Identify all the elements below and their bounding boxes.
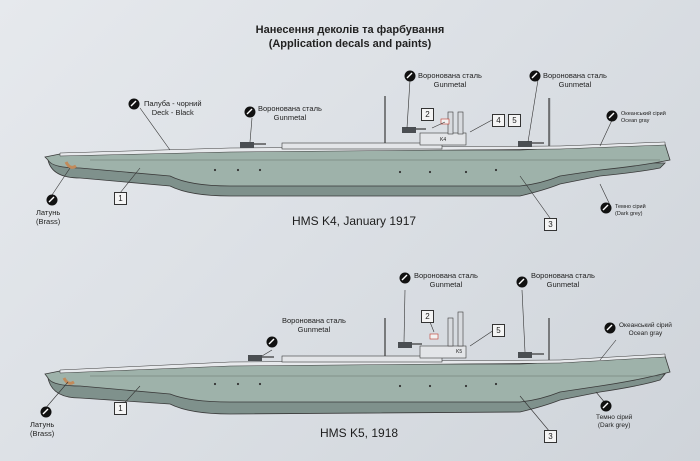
heading-ukrainian: Нанесення деколів та фарбування xyxy=(255,24,445,36)
k4-brass-label: Латунь(Brass) xyxy=(36,208,61,226)
k4-callout-2: 2 xyxy=(421,108,434,121)
k4-gun3-paint-icon xyxy=(529,70,541,82)
k4-ocean-paint-icon xyxy=(606,110,618,122)
k4-dark-paint-icon xyxy=(600,202,612,214)
heading-english: (Application decals and paints) xyxy=(268,38,432,50)
ship-k5-drawing xyxy=(43,289,671,433)
k5-callout-5: 5 xyxy=(492,324,505,337)
k4-gun1-paint-icon xyxy=(244,106,256,118)
k5-gun1-paint-icon xyxy=(266,336,278,348)
k5-gun2-paint-icon xyxy=(399,272,411,284)
k5-brass-paint-icon xyxy=(40,406,52,418)
k4-callout-3: 3 xyxy=(544,218,557,231)
k4-callout-4: 4 xyxy=(492,114,505,127)
k5-dark-label: Темно сірий(Dark grey) xyxy=(596,414,633,429)
k5-callout-2: 2 xyxy=(421,310,434,323)
k4-callout-5: 5 xyxy=(508,114,521,127)
k5-brass-label: Латунь(Brass) xyxy=(30,420,55,438)
k4-deck-paint-icon xyxy=(128,98,140,110)
k5-dark-paint-icon xyxy=(600,400,612,412)
k5-callout-3: 3 xyxy=(544,430,557,443)
k4-caption: HMS K4, January 1917 xyxy=(292,214,417,228)
k4-brass-paint-icon xyxy=(46,194,58,206)
k4-dark-label: Темно сірий(Dark grey) xyxy=(615,204,646,217)
k5-hull-marking: K5 xyxy=(456,349,463,355)
k4-gun2-paint-icon xyxy=(404,70,416,82)
k5-gun3-paint-icon xyxy=(516,276,528,288)
ship-k4-drawing xyxy=(44,79,671,219)
k4-callout-1: 1 xyxy=(114,192,127,205)
k5-caption: HMS K5, 1918 xyxy=(320,426,399,440)
k5-ocean-paint-icon xyxy=(604,322,616,334)
k4-hull-marking: K4 xyxy=(440,137,447,143)
k5-callout-1: 1 xyxy=(114,402,127,415)
